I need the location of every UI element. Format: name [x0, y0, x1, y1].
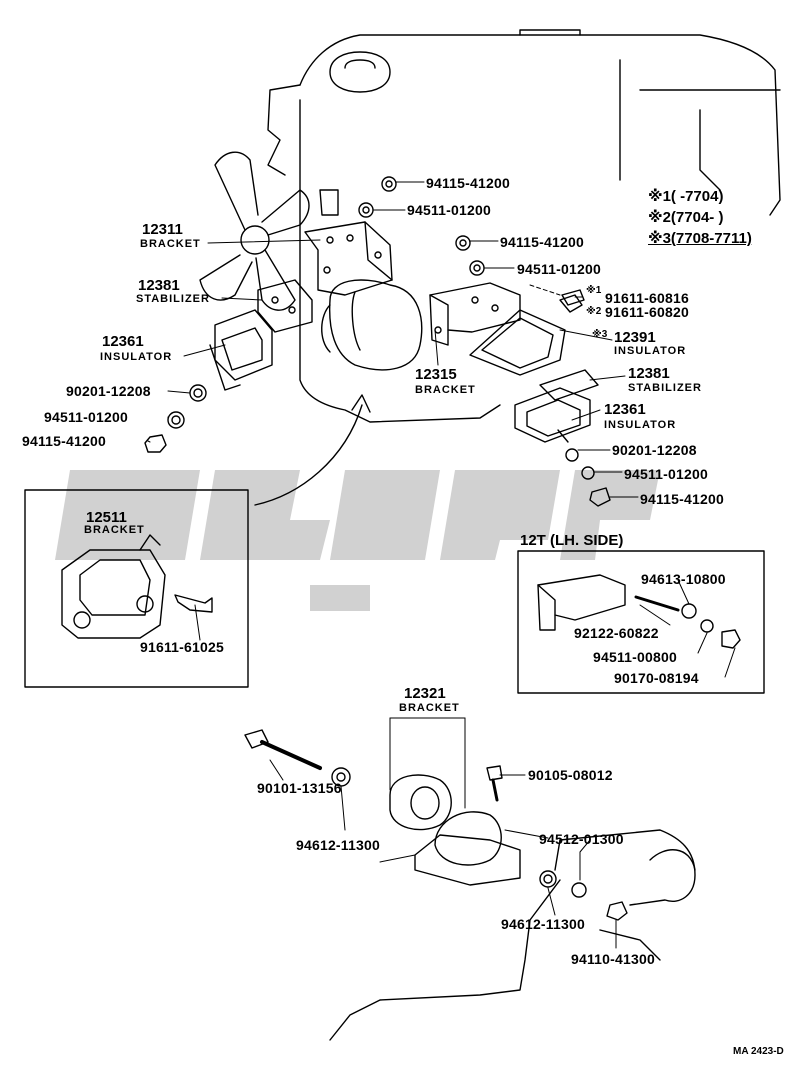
part-91611-61025: 91611-61025: [140, 639, 224, 655]
part-94512-01300: 94512-01300: [539, 831, 624, 847]
bracket-12311: [304, 189, 393, 296]
part-12361-right-number: 12361: [604, 401, 646, 418]
part-94612-11300-left: 94612-11300: [296, 837, 380, 853]
right-fasteners: [455, 235, 611, 507]
part-90170-08194: 90170-08194: [614, 670, 699, 686]
part-90201-left: 90201-12208: [66, 383, 151, 399]
left-fasteners: [144, 176, 397, 453]
part-94613-10800: 94613-10800: [641, 571, 726, 587]
insulator-12391: [469, 294, 583, 376]
part-12361-left-number: 12361: [102, 333, 144, 350]
part-12391-name: INSULATOR: [614, 345, 687, 357]
part-94612-11300-right: 94612-11300: [501, 916, 585, 932]
legend-line-3: ※3(7708-7711): [648, 231, 752, 246]
part-12321-name: BRACKET: [399, 702, 460, 714]
part-12381-left-name: STABILIZER: [136, 293, 210, 305]
part-94511-left: 94511-01200: [44, 409, 128, 425]
reference-arrow: [254, 394, 371, 506]
part-12381-left-number: 12381: [138, 277, 180, 294]
part-94110-41300: 94110-41300: [571, 951, 655, 967]
bracket-12315: [429, 282, 521, 346]
rear-mount-12321: [244, 729, 628, 921]
part-12381-right-name: STABILIZER: [628, 382, 702, 394]
mark-star-1: ※1: [586, 285, 602, 296]
part-12311-name: BRACKET: [140, 238, 201, 250]
part-94511-right: 94511-01200: [517, 261, 601, 277]
part-90105-08012: 90105-08012: [528, 767, 613, 783]
mark-star-2: ※2: [586, 306, 602, 317]
inset-12t-title: 12T (LH. SIDE): [520, 532, 624, 549]
part-12315-number: 12315: [415, 366, 457, 383]
part-12511-name: BRACKET: [84, 524, 145, 536]
part-94511-right-lower: 94511-01200: [624, 466, 708, 482]
mark-star-3: ※3: [592, 329, 608, 340]
part-12321-number: 12321: [404, 685, 446, 702]
alternator: [321, 279, 423, 371]
legend-line-1: ※1( -7704): [648, 188, 724, 205]
part-12311-number: 12311: [142, 221, 183, 238]
part-91611-60820: 91611-60820: [605, 304, 689, 320]
part-90101-13156: 90101-13156: [257, 780, 342, 796]
part-94511-top: 94511-01200: [407, 202, 491, 218]
part-12315-name: BRACKET: [415, 384, 476, 396]
stabilizer-insulator-right: [514, 369, 599, 443]
transmission-outline: [329, 829, 696, 1041]
part-94115-left: 94115-41200: [22, 433, 106, 449]
part-94115-right: 94115-41200: [500, 234, 584, 250]
part-12511-number: 12511: [86, 509, 127, 526]
stabilizer-12381-left: [257, 279, 313, 333]
legend-line-3-text: ※3(7708-7711): [648, 230, 752, 247]
part-94115-top: 94115-41200: [426, 175, 510, 191]
part-12361-left-name: INSULATOR: [100, 351, 173, 363]
part-12381-right-number: 12381: [628, 365, 670, 382]
part-91611-60816: 91611-60816: [605, 290, 689, 306]
part-12361-right-name: INSULATOR: [604, 419, 677, 431]
part-12391-number: 12391: [614, 329, 656, 346]
cooling-fan: [199, 151, 310, 311]
engine-block-outline: [267, 29, 781, 423]
inset-box-12t: [517, 550, 765, 694]
legend-line-2: ※2(7704- ): [648, 209, 724, 226]
drawing-code: MA 2423-D: [733, 1046, 784, 1057]
leader-lines: [147, 181, 736, 949]
inset-box-12511: [24, 489, 249, 688]
part-90201-right: 90201-12208: [612, 442, 697, 458]
watermark-logo: [55, 470, 660, 611]
part-94115-right-lower: 94115-41200: [640, 491, 724, 507]
part-92122-60822: 92122-60822: [574, 625, 659, 641]
insulator-12361-left: [209, 309, 273, 391]
part-94511-00800: 94511-00800: [593, 649, 677, 665]
